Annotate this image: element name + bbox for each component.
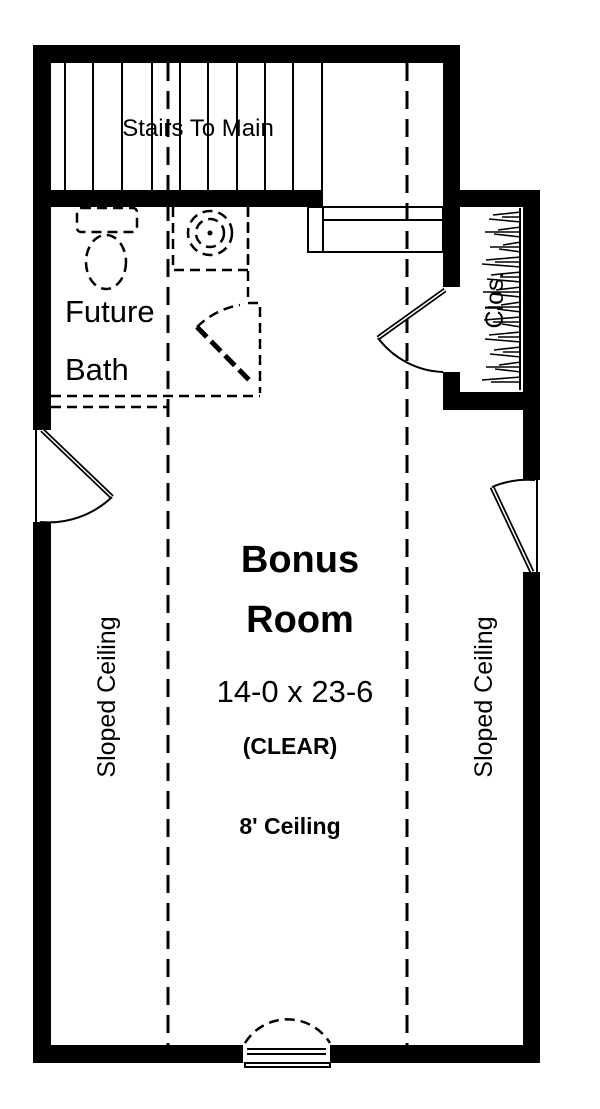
ceiling-height-label: 8' Ceiling (239, 813, 340, 839)
right-door-icon (489, 478, 538, 574)
closet-hanger-line (483, 316, 522, 321)
bottom-wall-left (33, 1045, 243, 1063)
left-wall-upper (33, 45, 51, 430)
closet-door-icon (376, 287, 447, 373)
room-dimensions: 14-0 x 23-6 (217, 674, 374, 709)
closet-shelving (481, 208, 522, 390)
closet-hanger-line (481, 263, 522, 268)
closet-hanger-line (496, 308, 522, 313)
closet-label: Clos. (481, 272, 509, 329)
closet-hanger-line (493, 346, 522, 351)
stair-landing (307, 206, 444, 253)
closet-hanger-line (489, 353, 522, 358)
sloped-ceiling-left-label: Sloped Ceiling (93, 616, 121, 777)
left-door-icon (35, 428, 114, 524)
room-label-line1: Bonus (241, 539, 359, 581)
closet-hanger-line (491, 293, 522, 298)
bath-label-line2: Bath (65, 352, 129, 387)
right-wall-upper (523, 190, 540, 480)
closet-hanger-line (494, 368, 522, 373)
stair-treads (64, 63, 323, 190)
toilet-bowl-icon (84, 233, 128, 291)
closet-hanger-line (488, 331, 522, 336)
shower-drain-icon (186, 209, 234, 257)
bath-label-line1: Future (65, 294, 155, 329)
closet-hanger-line (500, 301, 522, 306)
closet-hanger-line (486, 278, 522, 283)
closet-hanger-line (498, 248, 522, 253)
closet-hanger-line (492, 211, 522, 216)
closet-hanger-line (484, 338, 522, 343)
walls (33, 45, 540, 1063)
closet-hanger-line (481, 376, 522, 381)
closet-hanger-line (497, 226, 522, 231)
closet-bottom-wall (443, 392, 540, 410)
closet-hanger-line (498, 361, 522, 366)
right-wall-lower (523, 572, 540, 1063)
top-wall (33, 45, 460, 63)
closet-hanger-line (493, 233, 522, 238)
closet-hanger-line (485, 256, 522, 261)
toilet-tank-icon (75, 206, 139, 234)
shower-outline (171, 207, 250, 272)
closet-hanger-line (490, 271, 522, 276)
closet-wall-upper (443, 190, 460, 287)
sloped-ceiling-right-label: Sloped Ceiling (470, 616, 498, 777)
closet-hanger-line (501, 323, 522, 328)
bath-door-icon (195, 303, 254, 385)
stair-bottom-wall (33, 190, 323, 207)
left-wall-lower (33, 522, 51, 1063)
closet-hanger-line (488, 218, 522, 223)
clear-label: (CLEAR) (243, 733, 338, 759)
room-label-line2: Room (246, 599, 354, 641)
stairs-label: Stairs To Main (122, 115, 274, 142)
bottom-wall-right (330, 1045, 540, 1063)
closet-hanger-line (502, 241, 522, 246)
stair-right-wall (443, 45, 460, 207)
closet-hanger-line (495, 286, 522, 291)
bottom-window-icon (243, 1018, 332, 1068)
closet-top-wall (443, 190, 540, 207)
bath-fixtures (51, 206, 262, 409)
